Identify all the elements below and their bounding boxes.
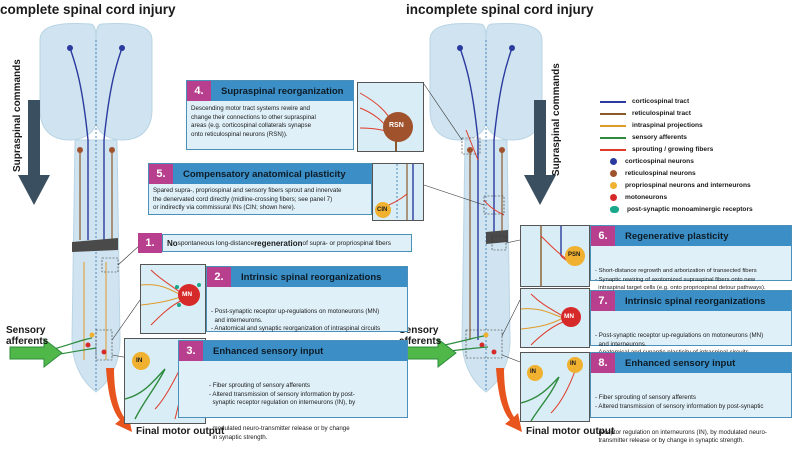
right-title: incomplete spinal cord injury [406,2,594,17]
panel-2-text: - Post-synaptic receptor up-regulations … [211,308,381,333]
sensory-label-right: Sensory afferents [399,325,442,347]
panel-8-number: 8. [591,353,615,373]
legend-line-swatch [600,136,626,139]
in-label-right-2: IN [570,361,576,367]
mn-label-left: MN [182,291,193,298]
panel-4-title: Supraspinal reorganization [211,81,353,101]
panel-5-number: 5. [149,164,173,184]
panel-5: 5. Compensatory anatomical plasticity Sp… [148,163,372,215]
legend-label: sensory afferents [632,134,687,141]
panel-7-inset-drawing [521,293,581,346]
cin-label: CIN [377,207,388,213]
panel-3-number: 3. [179,341,203,361]
left-title: complete spinal cord injury [0,2,176,17]
panel-6-text: - Short-distance regrowth and arborizati… [595,268,766,292]
legend-label: corticospinal neurons [625,158,694,165]
legend-label: reticulospinal tract [632,110,691,117]
supraspinal-label-right: Supraspinal commands [551,63,562,176]
panel-8-inset-drawing [521,357,583,421]
panel-6: 6. Regenerative plasticity - Short-dista… [590,225,792,291]
panel-5-text: Spared supra-, propriospinal and sensory… [153,187,342,212]
legend-item: corticospinal neurons [600,158,694,165]
panel-4-text: Descending motor tract systems rewire an… [191,105,316,138]
legend-label: reticulospinal neurons [625,170,696,177]
panel-7: 7. Intrinsic spinal reorganizations - Po… [590,290,792,356]
rsn-label: RSN [389,122,404,129]
legend-label: sprouting / growing fibers [632,146,714,153]
legend-item: sensory afferents [600,134,687,141]
panel-8-inset: IN IN [520,352,590,422]
final-motor-label-right: Final motor output [526,426,615,437]
panel-2-inset-drawing [141,269,201,326]
legend-item: corticospinal tract [600,98,689,105]
receptor-icon [610,206,619,213]
final-motor-label-left: Final motor output [136,426,225,437]
legend-label: intraspinal projections [632,122,703,129]
panel-4: 4. Supraspinal reorganization Descending… [186,80,354,150]
panel-3-title: Enhanced sensory input [203,341,407,361]
in-label-left-1: IN [136,357,143,364]
sensory-label-left: Sensory afferents [6,325,49,347]
panel-5-inset: CIN [372,163,424,221]
panel-6-number: 6. [591,226,615,246]
legend-item: post-synaptic monoaminergic receptors [600,206,753,213]
panel-7-inset: MN [520,288,590,348]
panel-6-inset: PSN [520,225,590,287]
legend-line-swatch [600,100,626,103]
panel-2-inset: MN [140,264,206,334]
panel-7-number: 7. [591,291,615,311]
panel-5-title: Compensatory anatomical plasticity [173,164,371,184]
panel-8-title: Enhanced sensory input [615,353,791,373]
panel-4-number: 4. [187,81,211,101]
right-cns-outline [423,22,543,393]
psn-label: PSN [568,252,581,258]
legend-item: reticulospinal tract [600,110,691,117]
panel-4-inset-drawing [359,92,413,151]
panel-7-title: Intrinsic spinal reorganizations [615,291,791,311]
legend-label: motoneurons [625,194,668,201]
panel-1-number: 1. [138,233,162,253]
legend-dot-swatch [610,170,617,177]
in-label-right-1: IN [530,369,536,375]
panel-2-number: 2. [207,267,231,287]
panel-4-inset: RSN [357,82,424,152]
panel-5-inset-drawing [375,164,414,220]
panel-3-text: - Fiber sprouting of sensory afferents- … [209,382,356,441]
panel-3: 3. Enhanced sensory input - Fiber sprout… [178,340,408,441]
legend-line-swatch [600,124,626,127]
panel-2: 2. Intrinsic spinal reorganizations - Po… [206,266,408,332]
legend-item: motoneurons [600,194,667,201]
legend-dot-swatch [610,194,617,201]
legend-label: propriospinal neurons and interneurons [625,182,751,189]
legend-label: post-synaptic monoaminergic receptors [627,206,753,213]
panel-8-text: - Fiber sprouting of sensory afferents- … [595,394,767,445]
panel-2-title: Intrinsic spinal reorganizations [231,267,407,287]
legend-dot-swatch [610,182,617,189]
panel-6-inset-drawing [540,226,585,286]
legend-item: intraspinal projections [600,122,703,129]
legend-label: corticospinal tract [632,98,690,105]
supraspinal-label-left: Supraspinal commands [12,59,23,172]
legend-line-swatch [600,148,626,151]
right-arrows [403,100,556,432]
legend-item: sprouting / growing fibers [600,146,713,153]
mn-label-right: MN [564,313,575,320]
panel-6-title: Regenerative plasticity [615,226,791,246]
panel-1-text: No spontaneous long-distance regeneratio… [162,234,412,252]
left-cns-outline [39,22,153,393]
legend-item: propriospinal neurons and interneurons [600,182,751,189]
legend-line-swatch [600,112,626,115]
panel-8: 8. Enhanced sensory input - Fiber sprout… [590,352,792,444]
legend-item: reticulospinal neurons [600,170,696,177]
legend-dot-swatch [610,158,617,165]
